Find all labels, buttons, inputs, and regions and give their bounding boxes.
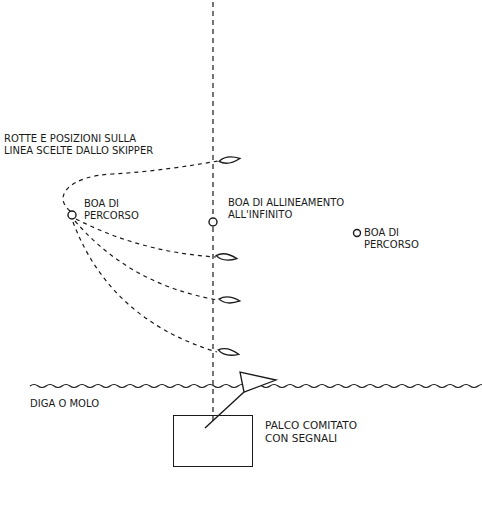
buoy-label: BOA DI PERCORSO xyxy=(84,198,148,222)
flag-pole xyxy=(205,392,244,428)
stage-box xyxy=(173,415,253,467)
alignment-buoy xyxy=(209,218,217,226)
boat xyxy=(219,296,240,304)
stage-label: PALCO COMITATO CON SEGNALI xyxy=(265,419,383,445)
buoy-label: BOA DI PERCORSO xyxy=(364,227,436,251)
route-lines xyxy=(63,161,218,352)
breakwater-label: DIGA O MOLO xyxy=(30,398,150,410)
course-buoy xyxy=(354,230,361,237)
boat xyxy=(218,347,240,357)
route-note: ROTTE E POSIZIONI SULLA LINEA SCELTE DAL… xyxy=(4,133,166,157)
course-buoy xyxy=(68,211,76,219)
alignment-line xyxy=(212,2,213,422)
boat xyxy=(219,155,241,164)
boat xyxy=(216,253,238,262)
committee-stage: PALCO COMITATO CON SEGNALI xyxy=(173,415,253,467)
signal-flag xyxy=(240,372,276,392)
buoy-label: BOA DI ALLINEAMENTO ALL'INFINITO xyxy=(228,197,376,221)
